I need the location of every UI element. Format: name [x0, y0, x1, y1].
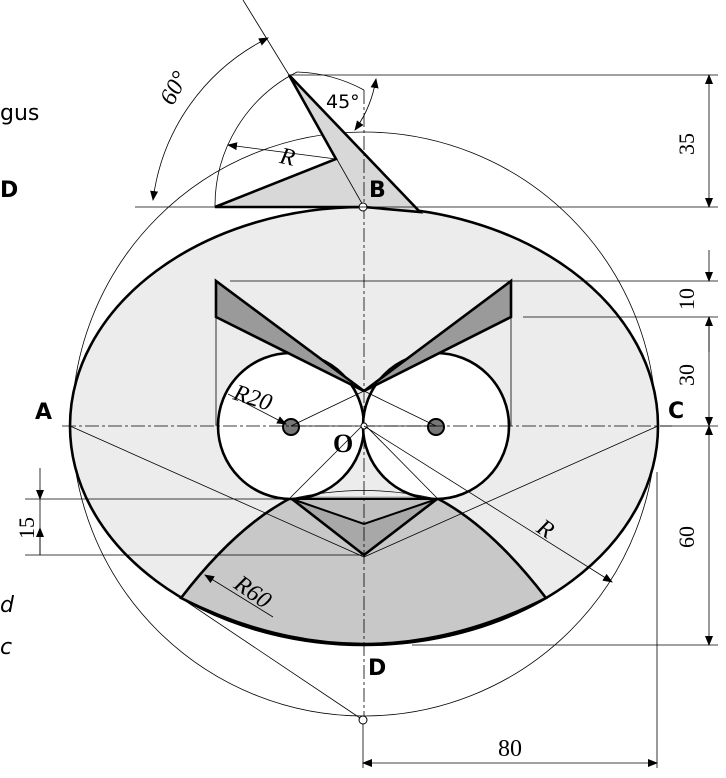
pupil-right [427, 418, 445, 436]
beak-upper [291, 498, 438, 526]
dim-value-60: 60 [674, 526, 699, 548]
dim-line-R20 [227, 393, 287, 425]
dim-value-35: 35 [674, 133, 699, 155]
dim-value-30: 30 [674, 364, 699, 386]
label-point-B: B [369, 178, 386, 203]
construction-line [290, 390, 365, 427]
label-point-D: D [368, 656, 386, 681]
dim-value-10: 10 [674, 288, 699, 310]
text-fragment-d: d [0, 593, 15, 618]
text-fragment-gus: gus [0, 101, 39, 126]
text-fragment-D: D [0, 178, 18, 203]
dim-value-15: 15 [14, 517, 39, 539]
dim-angle-60: 60° [155, 67, 194, 109]
label-point-O: O [333, 429, 353, 458]
pupil-left [282, 418, 300, 436]
construction-line [289, 423, 365, 499]
construction-line [69, 425, 365, 558]
dim-value-80: 80 [498, 736, 522, 762]
angle-arc-45 [354, 78, 379, 131]
dim-line-R [363, 425, 613, 583]
construction-line [363, 423, 438, 499]
crest-shape [214, 74, 424, 214]
construction-line [363, 425, 659, 558]
construction-line [180, 597, 364, 721]
text-fragment-c: c [0, 635, 12, 660]
dim-line-R60 [204, 574, 274, 618]
construction-line [288, 74, 365, 208]
belly-arc-top [289, 490, 438, 500]
point-D-marker [358, 715, 368, 725]
extension-line [242, 0, 290, 76]
angle-arc-60 [150, 37, 269, 201]
construction-line [363, 390, 437, 427]
dim-angle-45: 45° [326, 91, 360, 113]
dim-radius-top: R [277, 143, 298, 172]
label-point-A: A [35, 400, 52, 425]
label-point-C: C [668, 399, 684, 424]
